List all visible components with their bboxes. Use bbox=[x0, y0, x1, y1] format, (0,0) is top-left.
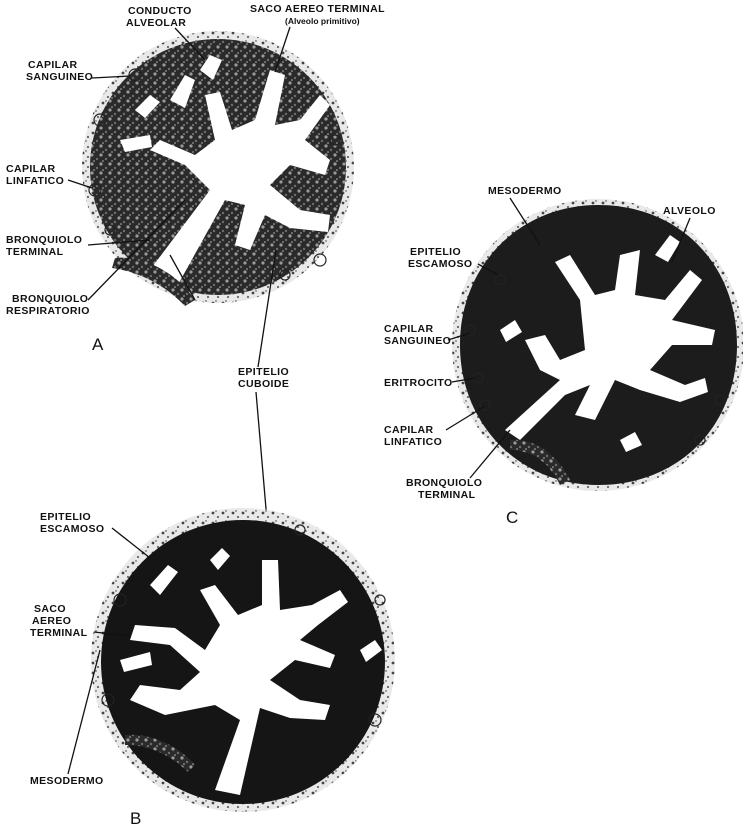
label-c-mesodermo: MESODERMO bbox=[488, 185, 562, 197]
label-a-conducto-alveolar-line2: ALVEOLAR bbox=[126, 17, 186, 29]
label-b-epitelio-escamoso-line2: ESCAMOSO bbox=[40, 523, 104, 535]
label-a-capilar-sanguineo-line2: SANGUINEO bbox=[26, 71, 93, 83]
panel-b-letter: B bbox=[130, 809, 141, 828]
label-a-bronquiolo-respiratorio-line1: BRONQUIOLO bbox=[12, 293, 88, 305]
label-c-capilar-linfatico-line1: CAPILAR bbox=[384, 424, 433, 436]
label-b-epitelio-escamoso-line1: EPITELIO bbox=[40, 511, 91, 523]
label-c-capilar-linfatico-line2: LINFATICO bbox=[384, 436, 442, 448]
panel-a-letter: A bbox=[92, 335, 104, 354]
label-c-capilar-sanguineo-line1: CAPILAR bbox=[384, 323, 433, 335]
panel-a: CONDUCTO ALVEOLAR SACO AEREO TERMINAL (A… bbox=[6, 3, 385, 354]
label-c-capilar-sanguineo-line2: SANGUINEO bbox=[384, 335, 451, 347]
panel-c-letter: C bbox=[506, 508, 518, 527]
label-a-saco-aereo-line2: (Alveolo primitivo) bbox=[285, 16, 360, 26]
label-a-bronquiolo-respiratorio-line2: RESPIRATORIO bbox=[6, 305, 90, 317]
label-c-eritrocito: ERITROCITO bbox=[384, 377, 453, 389]
label-a-capilar-sanguineo-line1: CAPILAR bbox=[28, 59, 77, 71]
label-b-mesodermo: MESODERMO bbox=[30, 775, 104, 787]
label-c-epitelio-escamoso-line2: ESCAMOSO bbox=[408, 258, 472, 270]
label-c-bronquiolo-terminal-line2: TERMINAL bbox=[418, 489, 476, 501]
label-c-epitelio-escamoso-line1: EPITELIO bbox=[410, 246, 461, 258]
label-a-saco-aereo-line1: SACO AEREO TERMINAL bbox=[250, 3, 385, 15]
label-b-saco-aereo-line2: AEREO bbox=[32, 615, 71, 627]
label-b-saco-aereo-line1: SACO bbox=[34, 603, 66, 615]
label-a-capilar-linfatico-line2: LINFATICO bbox=[6, 175, 64, 187]
label-a-bronquiolo-terminal-line1: BRONQUIOLO bbox=[6, 234, 82, 246]
label-a-capilar-linfatico-line1: CAPILAR bbox=[6, 163, 55, 175]
label-c-bronquiolo-terminal-line1: BRONQUIOLO bbox=[406, 477, 482, 489]
panel-b: EPITELIO ESCAMOSO SACO AEREO TERMINAL ME… bbox=[30, 508, 395, 828]
label-a-conducto-alveolar-line1: CONDUCTO bbox=[128, 5, 192, 17]
label-a-bronquiolo-terminal-line2: TERMINAL bbox=[6, 246, 64, 258]
panel-c: MESODERMO ALVEOLO EPITELIO ESCAMOSO CAPI… bbox=[384, 185, 743, 527]
label-c-alveolo: ALVEOLO bbox=[663, 205, 716, 217]
label-epitelio-cuboide-line1: EPITELIO bbox=[238, 366, 289, 378]
label-b-saco-aereo-line3: TERMINAL bbox=[30, 627, 88, 639]
label-epitelio-cuboide-line2: CUBOIDE bbox=[238, 378, 289, 390]
